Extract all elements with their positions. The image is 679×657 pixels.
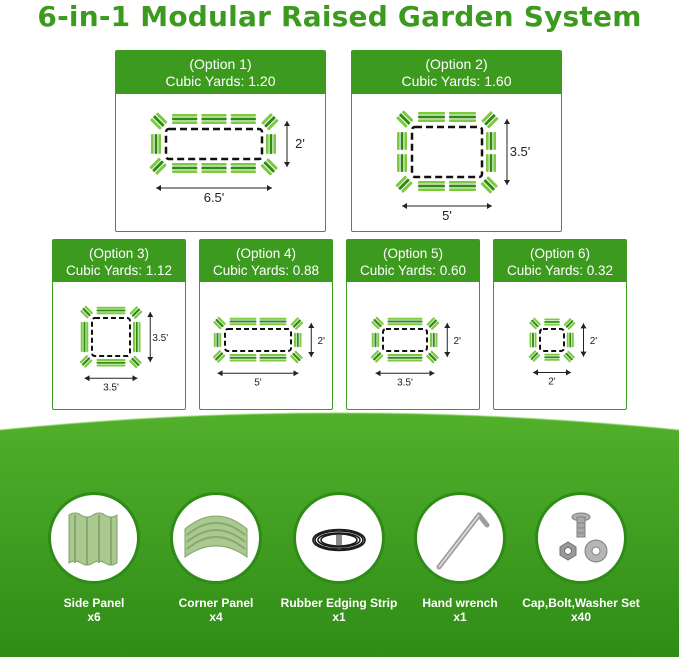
dimension-width: 3.5' (103, 382, 119, 393)
option-cubic-yards: Cubic Yards: 1.20 (165, 73, 276, 89)
dimension-width: 5' (254, 377, 262, 388)
option-label: (Option 3) (88, 246, 150, 261)
option-label: (Option 2) (425, 56, 488, 72)
option-label: (Option 6) (529, 246, 591, 261)
dimension-height: 2' (295, 136, 305, 151)
part-name: Hand wrench (422, 596, 498, 610)
option-cubic-yards: Cubic Yards: 0.32 (506, 263, 614, 278)
dimension-width: 3.5' (397, 377, 413, 388)
dimension-height: 2' (318, 336, 326, 347)
layout-diagram: 3.5' 3.5' (53, 282, 185, 409)
part-qty: x40 (570, 610, 592, 624)
option-label: (Option 4) (235, 246, 297, 261)
part-name: Rubber Edging Strip (280, 596, 398, 610)
part-qty: x6 (87, 610, 101, 624)
side-panel-icon (68, 512, 118, 566)
dimension-height: 2' (590, 336, 598, 347)
option-card-2: (Option 2) Cubic Yards: 1.60 5' 3.5' (351, 50, 562, 232)
bolt-set-icon (559, 512, 608, 563)
option-card-1: (Option 1) Cubic Yards: 1.20 6.5' 2' (115, 50, 326, 232)
layout-diagram: 2' 2' (494, 282, 626, 409)
part-qty: x4 (209, 610, 223, 624)
option-cubic-yards: Cubic Yards: 0.60 (359, 263, 467, 278)
dimension-width: 6.5' (204, 190, 225, 205)
option-label: (Option 5) (382, 246, 444, 261)
option-cubic-yards: Cubic Yards: 0.88 (212, 263, 320, 278)
part-side-panel: Side Panel x6 (48, 492, 140, 624)
part-name: Corner Panel (178, 596, 254, 610)
part-corner-panel: Corner Panel x4 (170, 492, 262, 624)
layout-diagram: 5' 3.5' (352, 94, 561, 231)
layout-diagram: 6.5' 2' (116, 94, 325, 231)
part-rubber-edging-strip: Rubber Edging Strip x1 (281, 492, 397, 624)
dimension-height: 3.5' (152, 333, 168, 344)
option-cubic-yards: Cubic Yards: 1.60 (401, 73, 512, 89)
part-qty: x1 (453, 610, 467, 624)
dimension-width: 2' (548, 377, 556, 388)
layout-diagram: 3.5' 2' (347, 282, 479, 409)
part-name: Cap,Bolt,Washer Set (522, 596, 640, 610)
corner-panel-icon (184, 515, 248, 558)
part-cap-bolt-washer-set: Cap,Bolt,Washer Set x40 (522, 492, 640, 624)
option-label: (Option 1) (189, 56, 252, 72)
layout-diagram: 5' 2' (200, 282, 332, 409)
rubber-strip-icon (312, 528, 366, 552)
option-card-4: (Option 4) Cubic Yards: 0.88 5' 2' (199, 239, 333, 410)
dimension-width: 5' (442, 208, 452, 223)
part-qty: x1 (332, 610, 346, 624)
part-hand-wrench: Hand wrench x1 (414, 492, 506, 624)
dimension-height: 3.5' (510, 144, 531, 159)
option-cubic-yards: Cubic Yards: 1.12 (65, 263, 173, 278)
wrench-icon (436, 512, 490, 570)
dimension-height: 2' (454, 336, 462, 347)
option-card-3: (Option 3) Cubic Yards: 1.12 3.5' 3.5' (52, 239, 186, 410)
option-card-6: (Option 6) Cubic Yards: 0.32 2' 2' (493, 239, 627, 410)
part-name: Side Panel (63, 596, 125, 610)
option-card-5: (Option 5) Cubic Yards: 0.60 3.5' 2' (346, 239, 480, 410)
page-title: 6-in-1 Modular Raised Garden System (37, 0, 642, 33)
